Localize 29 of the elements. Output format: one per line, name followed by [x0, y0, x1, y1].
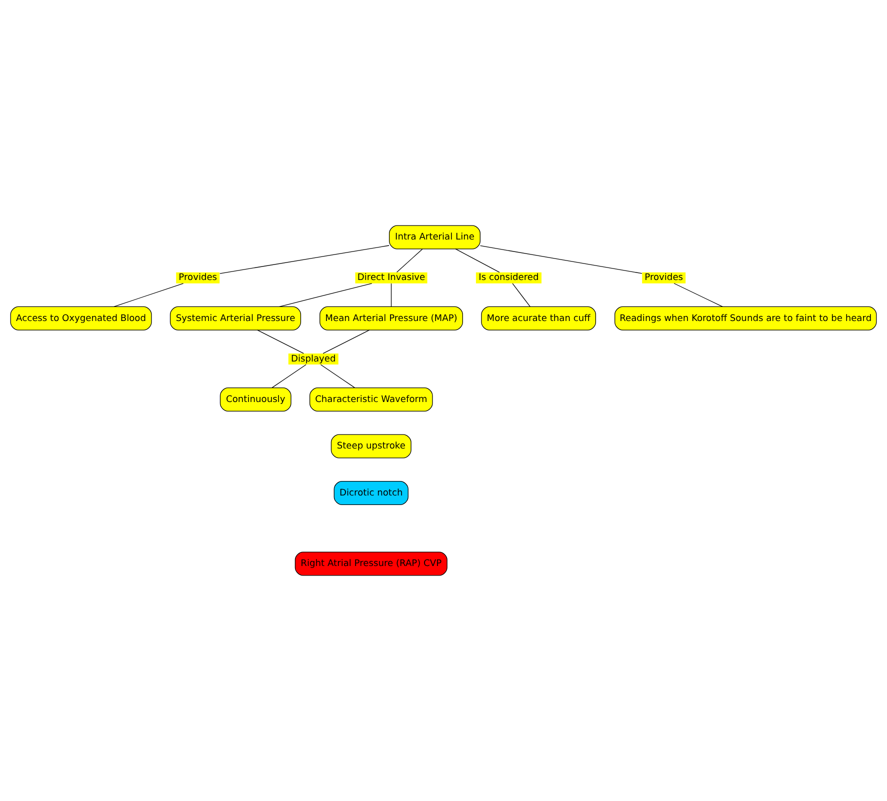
connector	[512, 283, 530, 307]
node-box: More acurate than cuff	[481, 306, 596, 330]
connector	[272, 364, 306, 388]
connector	[279, 283, 372, 308]
node-box: Right Atrial Pressure (RAP) CVP	[294, 552, 448, 576]
node-box: Displayed	[288, 353, 338, 364]
connector	[480, 245, 642, 274]
node-box: Readings when Korotoff Sounds are to faint to be heard	[614, 306, 877, 330]
node-box: Characteristic Waveform	[309, 388, 433, 412]
connector	[322, 330, 370, 354]
node-box: Mean Arterial Pressure (MAP)	[320, 306, 463, 330]
node-box: Is considered	[476, 272, 542, 284]
node-box: Intra Arterial Line	[388, 225, 480, 250]
node-box: Systemic Arterial Pressure	[170, 306, 302, 330]
node-box: Provides	[642, 272, 686, 284]
node-box: Provides	[176, 272, 220, 284]
connector	[320, 364, 355, 388]
connector	[257, 330, 304, 354]
node-box: Dicrotic notch	[334, 480, 408, 505]
node-box: Steep upstroke	[330, 434, 412, 458]
node-box: Access to Oxygenated Blood	[10, 306, 152, 330]
connector	[220, 245, 390, 274]
connector	[455, 248, 500, 273]
connector	[396, 248, 423, 273]
connector	[390, 283, 392, 307]
connector	[114, 283, 184, 308]
node-box: Direct Invasive	[355, 272, 428, 284]
node-box: Continuously	[220, 388, 292, 412]
connector	[674, 283, 723, 308]
